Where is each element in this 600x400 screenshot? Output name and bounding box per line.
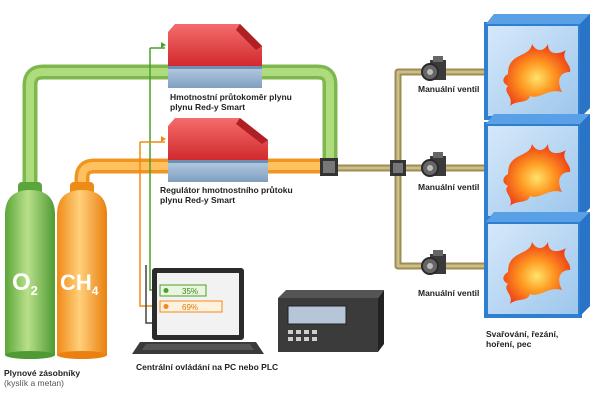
process-chamber-bottom [484, 212, 590, 318]
storage-label-line1: Plynové zásobníky [4, 368, 81, 378]
split-junction [390, 160, 406, 176]
mixed-output-pipes [334, 68, 490, 270]
regulator-label-line2: plynu Red-y Smart [160, 195, 236, 205]
meter-label: Hmotnostní průtokoměr plynu plynu Red-y … [170, 92, 292, 112]
oxygen-cylinder [5, 182, 55, 359]
regulator-label: Regulátor hmotnostního průtoku plynu Red… [160, 185, 293, 205]
manual-valve-middle [421, 152, 446, 177]
methane-cylinder [57, 182, 107, 359]
orange-methane-pipe [74, 158, 328, 200]
methane-formula: CH4 [60, 270, 99, 298]
valve-label-bottom: Manuální ventil [418, 288, 480, 298]
regulator-label-line1: Regulátor hmotnostního průtoku [160, 185, 293, 195]
manual-valve-top [421, 56, 446, 81]
process-chamber-middle [484, 114, 590, 220]
process-label-line2: hoření, pec [486, 339, 532, 349]
manual-valve-bottom [421, 250, 446, 275]
mass-flow-controller-device [168, 118, 268, 182]
process-label-line1: Svařování, řezání, [486, 329, 559, 339]
oxygen-formula: O2 [12, 269, 38, 298]
plc-controller [278, 290, 384, 352]
process-chamber-top [484, 14, 590, 120]
meter-label-line2: plynu Red-y Smart [170, 102, 246, 112]
storage-label: Plynové zásobníky (kyslík a metan) [4, 368, 80, 388]
meter-label-line1: Hmotnostní průtokoměr plynu [170, 92, 292, 102]
process-label: Svařování, řezání, hoření, pec [486, 329, 558, 349]
mass-flow-meter-device [168, 24, 262, 88]
signal-arrow-orange [161, 136, 166, 142]
laptop-readout-green [159, 284, 207, 297]
valve-label-middle: Manuální ventil [418, 182, 480, 192]
signal-arrow-green [161, 42, 166, 48]
storage-label-line2: (kyslík a metan) [4, 378, 64, 388]
mixing-junction [320, 158, 338, 176]
control-label: Centrální ovládání na PC nebo PLC [136, 362, 279, 372]
laptop-value-green: 35% [182, 287, 198, 296]
laptop-value-orange: 69% [182, 303, 198, 312]
valve-label-top: Manuální ventil [418, 84, 480, 94]
laptop-readout-orange [159, 300, 223, 313]
